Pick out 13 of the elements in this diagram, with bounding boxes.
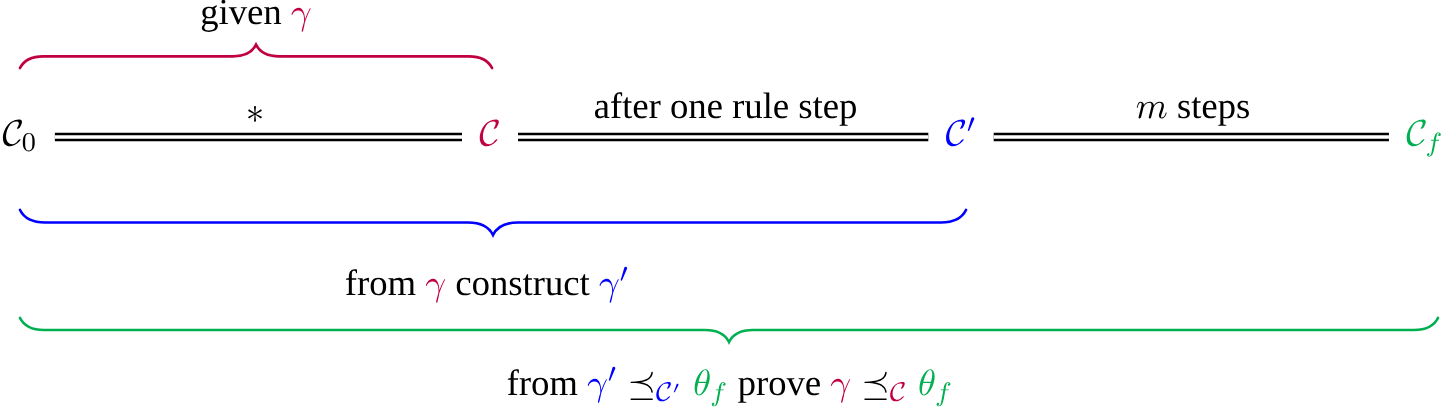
brace-label: $\text{from } \textcolor[HTML]{0000FF}{\gamma'} \preceq_{\textcolor[HTML]{0000FF}{\mathcal{C}'}} \textcolor[HTML]{00B050}{\theta_f} \text{ prove } \textcolor[HTML]{C0003F}{\gamma} \preceq_{\textcolor[HTML]{C0003F}{\mathcal{C}}} \textcolor[HTML]{00B050}{\theta_f}$ bbox=[507, 366, 951, 407]
double-line bbox=[518, 132, 929, 142]
double-line bbox=[54, 132, 462, 142]
math-label: $\mathcal{C}_f$ bbox=[1406, 119, 1441, 157]
brace-label: $\text{given } \textcolor[HTML]{C0003F}{\gamma}$ bbox=[201, 0, 311, 32]
brace-label: $\text{from } \textcolor[HTML]{C0003F}{\gamma} \text{ construct } \textcolor[HTML]{0000FF}{\gamma'}$ bbox=[345, 266, 628, 303]
edge-label: $m\text{ steps}$ bbox=[1132, 94, 1254, 130]
math-label: $\mathcal{C}$ bbox=[479, 119, 499, 147]
edge-label: $*$ bbox=[242, 102, 268, 127]
math-label: $\mathcal{C}'$ bbox=[946, 117, 975, 147]
math-label: $\mathcal{C}_0$ bbox=[2, 119, 35, 152]
double-line bbox=[993, 132, 1389, 142]
edge-label: after one rule step bbox=[590, 88, 861, 130]
